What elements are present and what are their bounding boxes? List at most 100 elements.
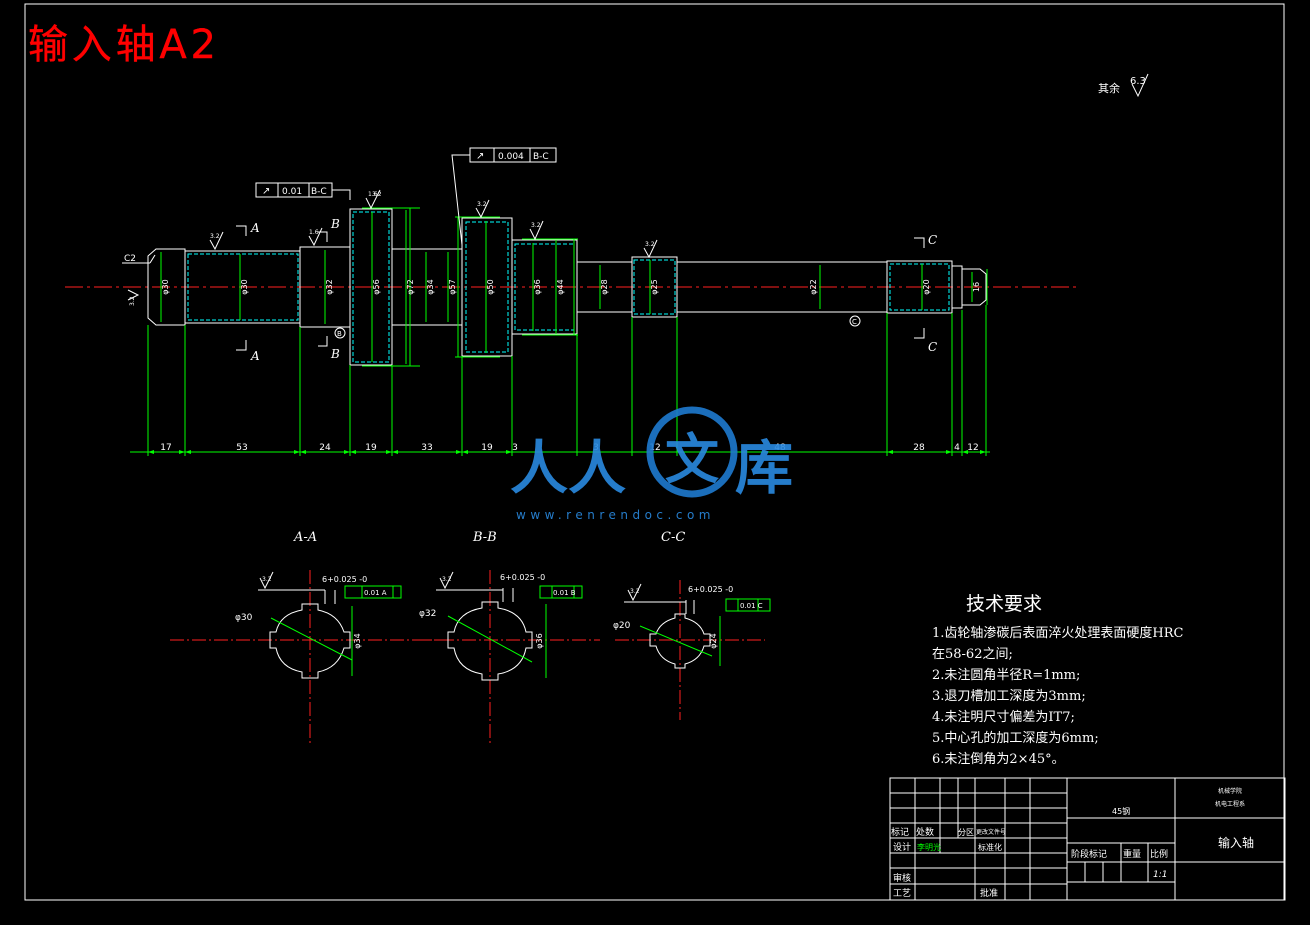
tb-material: 45钢 (1112, 806, 1130, 816)
section-bb-tol: 0.01 B (553, 589, 576, 597)
sheet-title: 输入轴A2 (28, 22, 216, 68)
requirement-3: 3.退刀槽加工深度为3mm; (932, 688, 1086, 704)
shaft-roughness-symbols (127, 189, 658, 301)
watermark-url: www.renrendoc.com (516, 508, 715, 522)
tb-process: 工艺 (893, 888, 911, 899)
dim-19a: 19 (365, 443, 377, 453)
tolerance-2-datum: B-C (533, 152, 549, 162)
watermark-brand-right: 库 (735, 434, 793, 502)
roughness-note-symbol (1131, 73, 1149, 98)
dim-19b: 19 (481, 443, 493, 453)
section-aa-dia: φ30 (235, 613, 253, 623)
datum-c-circle (849, 315, 861, 327)
requirement-4: 4.未注明尺寸偏差为IT7; (932, 710, 1075, 725)
datum-b-label: B (337, 330, 342, 338)
dia-44: φ44 (556, 279, 565, 294)
diameter-dimensions: φ30 φ30 φ32 φ56 φ72 φ34 φ57 φ50 φ36 φ44 … (161, 279, 981, 294)
requirement-1b: 在58-62之间; (932, 647, 1013, 662)
dia-30a: φ30 (161, 279, 170, 294)
tolerance-frame-2 (451, 147, 557, 246)
tb-row-label-3: 分区 (958, 828, 974, 837)
tb-stage: 阶段标记 (1071, 848, 1107, 860)
roughness-1: 3.2 (210, 233, 220, 240)
dim-28: 28 (913, 443, 925, 453)
section-mark-b-bottom: B (330, 347, 340, 361)
section-aa-key: 6+0.025 -0 (322, 575, 367, 584)
datum-c-label: C (852, 318, 857, 326)
dim-3b: 3 (593, 443, 599, 453)
dim-4: 4 (954, 443, 960, 453)
chamfer-label: C2 (124, 254, 136, 264)
dimension-lines (130, 207, 990, 456)
section-cut-markers (236, 225, 925, 351)
dim-17: 17 (160, 443, 171, 453)
watermark: 人人 文 库 www.renrendoc.com (510, 406, 793, 522)
dia-22: φ22 (809, 279, 818, 294)
dia-56: φ56 (372, 279, 381, 294)
dimension-arrows (148, 450, 986, 454)
sheet-border (24, 3, 1285, 901)
tb-standard: 标准化 (978, 842, 1002, 852)
tb-scale: 1:1 (1153, 870, 1167, 880)
tb-school-1: 机械学院 (1218, 787, 1242, 795)
tolerance-2-symbol: ↗ (476, 151, 484, 162)
tb-approve: 批准 (980, 887, 998, 899)
tb-part-name: 输入轴 (1218, 835, 1254, 850)
section-aa-profile (269, 603, 351, 679)
section-bb-key: 6+0.025 -0 (500, 573, 545, 582)
dim-53: 53 (236, 443, 247, 453)
tb-row-label-2: 处数 (916, 826, 934, 838)
dia-20: φ20 (922, 279, 931, 294)
section-mark-a-top: A (250, 221, 260, 235)
roughness-8: 3.2 (129, 296, 136, 306)
section-aa-roughness: 3.2 (262, 576, 272, 583)
requirements-heading: 技术要求 (966, 593, 1042, 615)
tb-scale-label: 比例 (1150, 848, 1168, 860)
tolerance-1-datum: B-C (311, 187, 327, 197)
tb-review: 审核 (893, 872, 911, 884)
section-bb-profile (447, 601, 533, 681)
tb-school-2: 机电工程系 (1215, 800, 1245, 808)
gear-profile (187, 211, 950, 363)
watermark-brand-left: 人人 (510, 434, 626, 502)
chamfer-leader-b (149, 254, 156, 264)
section-cc-title: C-C (661, 530, 685, 545)
tb-weight: 重量 (1123, 848, 1141, 860)
section-cc-dia2: φ24 (709, 633, 718, 648)
section-views (170, 570, 771, 745)
roughness-7: 3.2 (372, 191, 382, 198)
watermark-brand-circle: 文 (665, 428, 719, 491)
dia-57: φ57 (448, 279, 457, 294)
requirement-6: 6.未注倒角为2×45°。 (932, 752, 1065, 767)
requirement-5: 5.中心孔的加工深度为6mm; (932, 730, 1099, 746)
dim-24: 24 (319, 443, 331, 453)
tb-row-label-4: 更改文件号 (976, 828, 1006, 836)
dia-30b: φ30 (240, 279, 249, 294)
tolerance-2-value: 0.004 (498, 152, 524, 162)
dim-12b: 12 (967, 443, 978, 453)
dia-32: φ32 (325, 279, 334, 294)
tb-design-label: 设计 (893, 841, 911, 853)
watermark-circle (646, 406, 738, 498)
section-mark-a-bottom: A (250, 349, 260, 363)
section-cc-roughness: 3.2 (630, 588, 640, 595)
dim-48: 48 (774, 443, 786, 453)
roughness-3: 1.6 (368, 191, 378, 198)
tb-row-label-1: 标记 (891, 826, 909, 838)
shaft-outline (147, 208, 987, 366)
section-bb-dia: φ32 (419, 609, 436, 619)
section-cc-profile (649, 613, 711, 669)
requirement-1: 1.齿轮轴渗碳后表面淬火处理表面硬度HRC (932, 625, 1184, 641)
section-aa-title: A-A (293, 530, 317, 545)
section-bb-roughness: 3.2 (442, 576, 452, 583)
section-bb-dia2: φ36 (535, 633, 544, 648)
roughness-5: 3.2 (531, 222, 541, 229)
dim-end-16: 16 (972, 282, 981, 292)
dim-33: 33 (421, 443, 432, 453)
section-aa-tol: 0.01 A (364, 589, 387, 597)
tolerance-1-value: 0.01 (282, 187, 302, 197)
dim-12a: 12 (649, 443, 660, 453)
tolerance-frame-1 (255, 182, 351, 200)
section-cc-key: 6+0.025 -0 (688, 585, 733, 594)
section-mark-c-top: C (928, 233, 937, 247)
